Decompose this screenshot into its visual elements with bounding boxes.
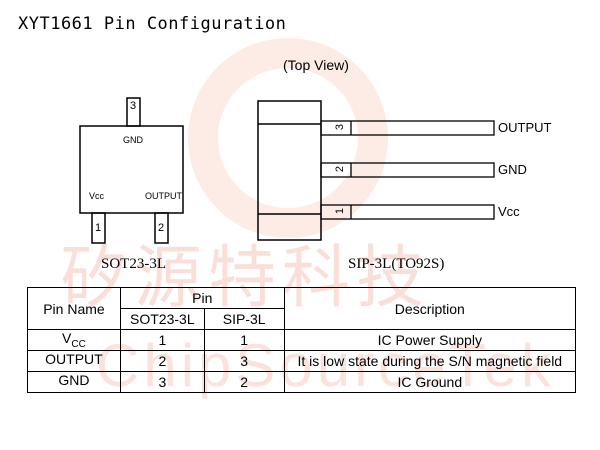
sip-pin-cell: 1 xyxy=(203,329,285,351)
sot23-pin1-lead xyxy=(91,212,106,244)
pin-name-cell: GND xyxy=(27,371,121,393)
table-row: OUTPUT 2 3 It is low state during the S/… xyxy=(27,350,577,372)
sot23-caption: SOT23-3L xyxy=(101,256,166,272)
sot23-pin-cell: 3 xyxy=(119,371,205,393)
header-sot23: SOT23-3L xyxy=(119,308,205,330)
sot23-output-label: OUTPUT xyxy=(145,191,182,201)
sip-pin3-number: 3 xyxy=(334,123,347,131)
sot23-pin3-lead xyxy=(126,97,141,127)
sot23-pin-cell: 1 xyxy=(119,329,205,351)
sot23-pin2-number: 2 xyxy=(158,222,165,234)
header-description: Description xyxy=(283,287,577,330)
sot23-gnd-label: GND xyxy=(123,135,143,145)
sot23-vcc-label: Vcc xyxy=(89,191,105,201)
sot23-package xyxy=(79,97,184,244)
sip-view-label: (Top View) xyxy=(283,57,349,73)
pin-name-cell: OUTPUT xyxy=(27,350,121,372)
table-row: GND 3 2 IC Ground xyxy=(27,371,577,393)
description-cell: IC Ground xyxy=(283,371,577,393)
sip-gnd-label: GND xyxy=(498,162,527,177)
description-cell: It is low state during the S/N magnetic … xyxy=(283,350,577,372)
sip-output-label: OUTPUT xyxy=(498,120,552,135)
sip-vcc-label: Vcc xyxy=(498,204,520,219)
sip-pin1-number: 1 xyxy=(334,207,347,215)
sip-package xyxy=(257,100,495,241)
sot23-pin3-number: 3 xyxy=(130,100,137,112)
table-row: VCC 1 1 IC Power Supply xyxy=(27,329,577,351)
sip-pin3-lead xyxy=(320,120,495,136)
header-sip: SIP-3L xyxy=(203,308,285,330)
sip-pin2-number: 2 xyxy=(334,165,347,173)
sip-pin1-lead xyxy=(320,204,495,220)
sot23-pin1-number: 1 xyxy=(95,222,102,234)
sip-pin2-lead xyxy=(320,162,495,178)
header-pin: Pin xyxy=(119,287,285,309)
pin-name-cell: VCC xyxy=(27,329,121,351)
pin-diagrams xyxy=(79,97,495,244)
sot23-pin-cell: 2 xyxy=(119,350,205,372)
header-pin-name: Pin Name xyxy=(27,287,121,330)
sot23-pin2-lead xyxy=(154,212,169,244)
sip-caption: SIP-3L(TO92S) xyxy=(348,256,445,272)
sip-pin-cell: 2 xyxy=(203,371,285,393)
description-cell: IC Power Supply xyxy=(283,329,577,351)
sip-body xyxy=(257,100,322,241)
page-title: XYT1661 Pin Configuration xyxy=(18,14,287,34)
sip-pin-cell: 3 xyxy=(203,350,285,372)
pin-table: Pin Name Pin Description SOT23-3L SIP-3L… xyxy=(27,287,577,393)
